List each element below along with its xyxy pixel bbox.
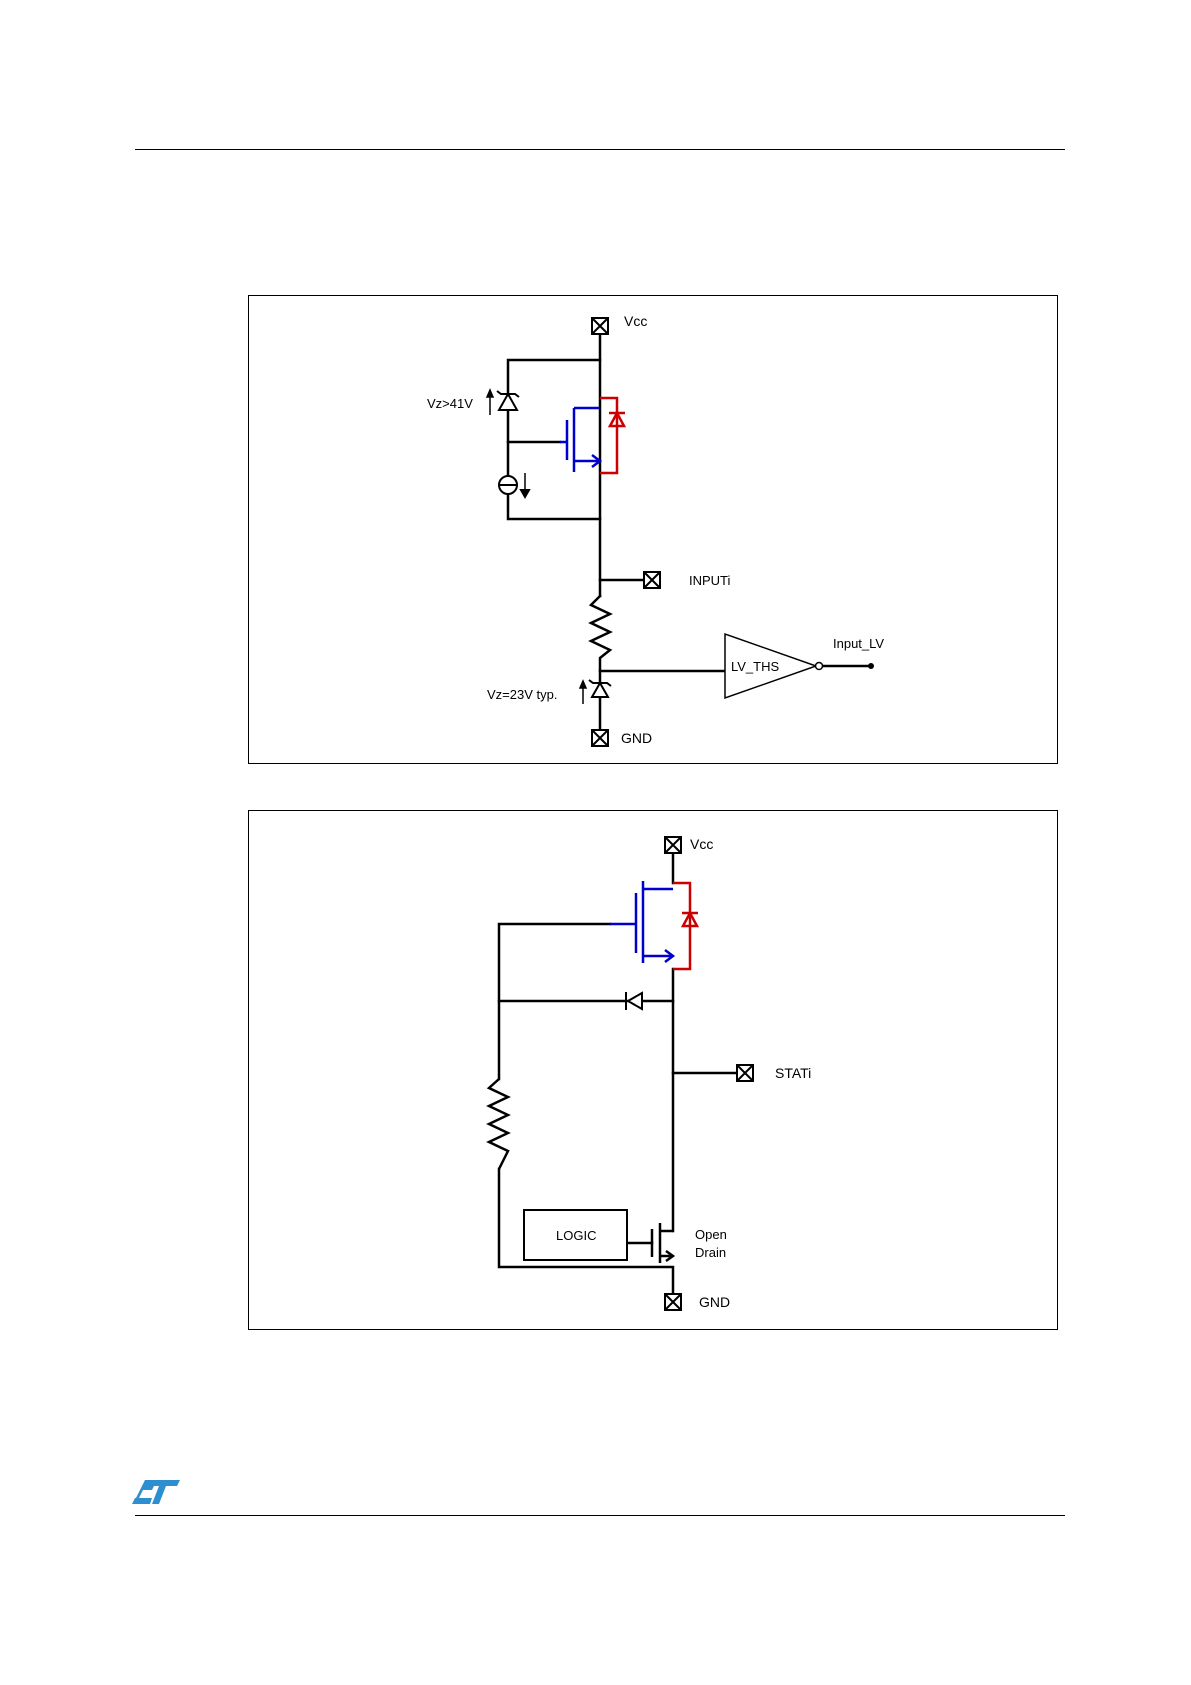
zener-diode-icon (497, 391, 519, 410)
vcc-label: Vcc (690, 836, 713, 852)
mosfet-icon (560, 408, 600, 472)
logic-label: LOGIC (556, 1228, 596, 1243)
open-label: Open (695, 1227, 727, 1242)
output-label: Input_LV (833, 636, 884, 651)
input-circuit-diagram: Vcc Vz>41V (249, 296, 1059, 765)
current-source-icon (499, 473, 529, 497)
stat-pin-icon (737, 1065, 753, 1081)
footer-rule (135, 1515, 1065, 1516)
vcc-pin-icon (665, 837, 681, 853)
open-drain-transistor-icon (652, 1223, 673, 1263)
gnd-label: GND (621, 730, 652, 746)
zener-top-label: Vz>41V (427, 396, 473, 411)
zener-bottom-label: Vz=23V typ. (487, 687, 557, 702)
drain-label: Drain (695, 1245, 726, 1260)
body-diode-icon (673, 883, 698, 969)
buffer-label: LV_THS (731, 659, 779, 674)
gnd-label: GND (699, 1294, 730, 1310)
output-node-icon (868, 663, 874, 669)
mosfet-icon (610, 881, 673, 963)
input-circuit-wires (508, 333, 869, 730)
stat-pin-label: STATi (775, 1065, 811, 1081)
status-circuit-frame: Vcc STATi LOGIC (248, 810, 1058, 1330)
gnd-pin-icon (665, 1294, 681, 1310)
vcc-pin-icon (592, 318, 608, 334)
resistor-icon (489, 1079, 508, 1169)
voltage-arrow-bottom-icon (580, 681, 586, 704)
input-pin-icon (644, 572, 660, 588)
status-circuit-diagram: Vcc STATi LOGIC (249, 811, 1059, 1331)
header-rule (135, 149, 1065, 150)
diode-icon (626, 992, 642, 1010)
st-logo-icon (132, 1478, 182, 1506)
vcc-label: Vcc (624, 313, 647, 329)
zener-diode-bottom-icon (589, 680, 611, 697)
input-pin-label: INPUTi (689, 573, 731, 588)
body-diode-icon (600, 398, 625, 473)
input-circuit-frame: Vcc Vz>41V (248, 295, 1058, 764)
voltage-arrow-icon (487, 390, 493, 415)
gnd-pin-icon (592, 730, 608, 746)
